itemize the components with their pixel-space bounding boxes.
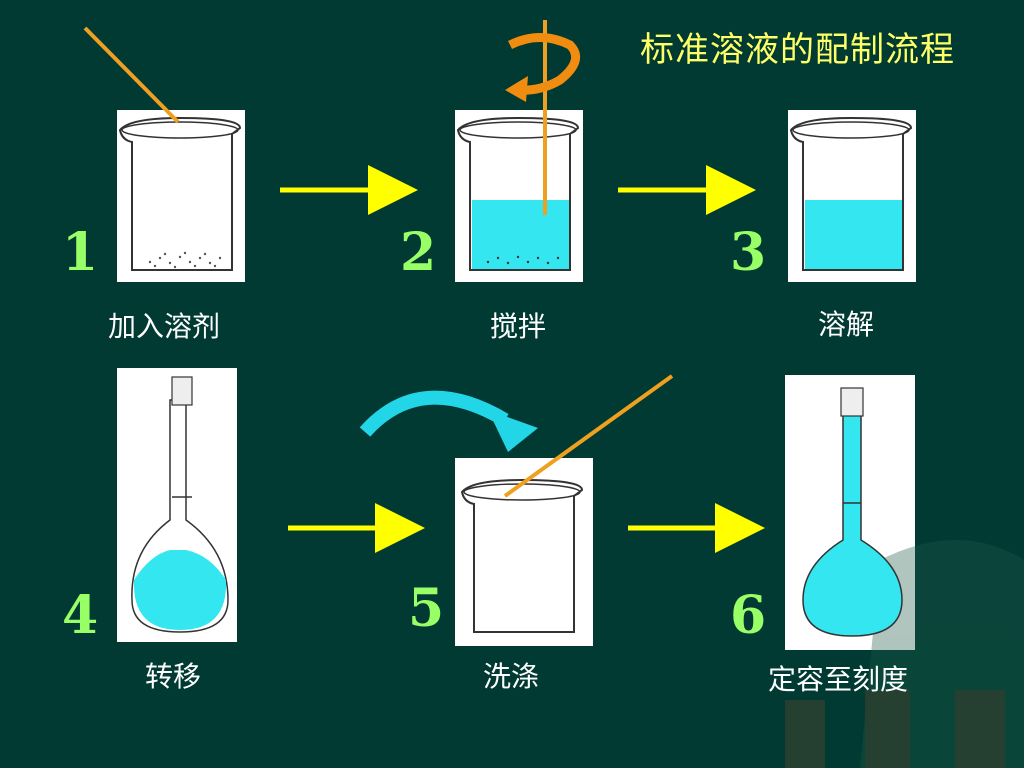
step-number-3: 3 <box>730 222 767 283</box>
slide-title: 标准溶液的配制流程 <box>640 30 955 70</box>
washing-rod-icon <box>503 374 674 498</box>
step-label-3: 溶解 <box>818 308 875 341</box>
step-label-4: 转移 <box>145 660 202 693</box>
volumetric-flask-filled-icon <box>802 387 903 637</box>
step-number-2: 2 <box>400 222 437 283</box>
step-label-6: 定容至刻度 <box>768 663 909 696</box>
step-number-4: 4 <box>62 585 99 646</box>
beaker-stirring-icon <box>456 116 580 271</box>
step-number-6: 6 <box>730 585 767 646</box>
step-label-2: 搅拌 <box>490 310 547 343</box>
step-number-1: 1 <box>62 222 99 283</box>
pouring-rod-icon <box>83 26 180 124</box>
rotation-arrow-icon <box>505 33 581 102</box>
step-label-1: 加入溶剂 <box>108 310 221 343</box>
panel-step-5 <box>455 458 593 646</box>
beaker-empty-icon <box>118 116 242 271</box>
volumetric-flask-icon <box>131 376 229 633</box>
beaker-washing-icon <box>460 478 584 633</box>
beaker-dissolved-icon <box>789 116 913 271</box>
step-number-5: 5 <box>408 578 445 639</box>
transfer-curved-arrow-icon <box>359 390 538 452</box>
step-label-5: 洗涤 <box>483 660 540 693</box>
